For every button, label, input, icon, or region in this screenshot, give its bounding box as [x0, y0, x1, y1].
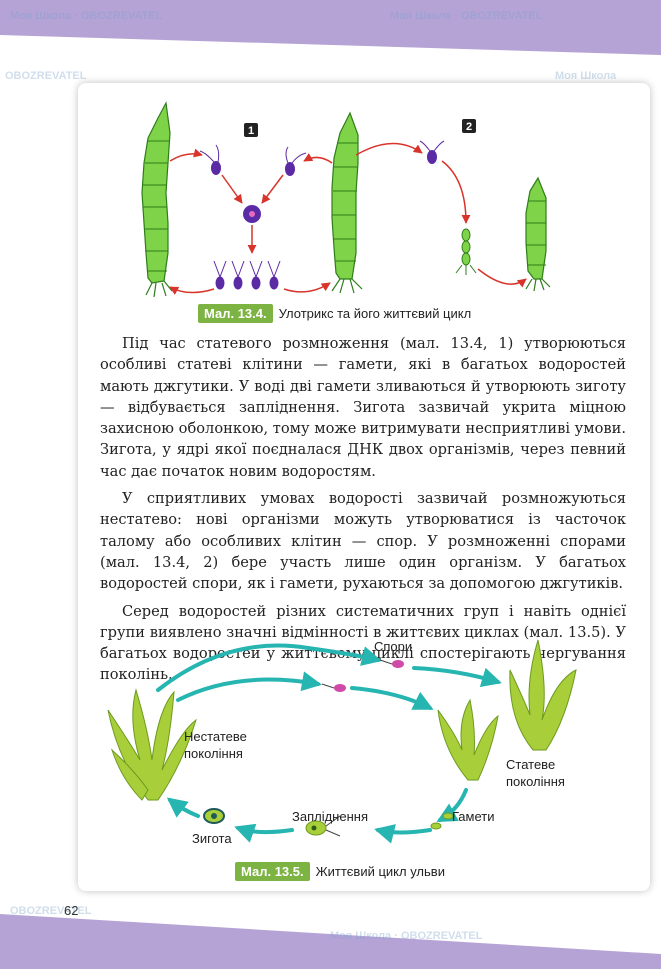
cycle-arrows [156, 643, 502, 844]
step-1-badge [244, 123, 258, 137]
label-gametes: Гамети [452, 809, 495, 824]
label-sexual-generation: Статеве покоління [506, 757, 565, 789]
figure-ulothrix-life-cycle: 1 2 [141, 101, 551, 298]
spore [379, 659, 404, 668]
cycle-arrows [169, 142, 527, 295]
page-number: 62 [64, 903, 79, 918]
top-band [0, 0, 661, 55]
watermark: Моя Школа [555, 70, 617, 82]
watermark: OBOZREVATEL [10, 905, 92, 917]
spore [419, 140, 445, 164]
figure-1-caption: Мал. 13.4. Улотрикс та його життєвий цик… [198, 304, 471, 323]
figure-2-caption: Мал. 13.5. Життєвий цикл ульви [235, 862, 445, 881]
step-2-number: 2 [466, 121, 472, 133]
paragraph: Під час статевого розмноження (мал. 13.4… [100, 335, 626, 480]
watermark: Моя Школа · OBOZREVATEL [10, 10, 163, 22]
step-2-badge [462, 119, 476, 133]
bottom-band [0, 914, 661, 969]
watermark: Моя Школа · OBOZREVATEL [390, 10, 543, 22]
zoospores [213, 260, 281, 290]
young-filament [455, 228, 477, 275]
label-zygote: Зигота [192, 831, 232, 846]
fertilization-cell [305, 815, 341, 837]
watermark: OBOZREVATEL [5, 70, 87, 82]
ulva-plant-asexual [107, 688, 197, 801]
algae-filament [525, 176, 551, 292]
zygote [243, 205, 261, 223]
gamete [285, 146, 307, 176]
paragraph: У сприятливих умовах водорості зазвичай … [100, 490, 626, 593]
ulva-plant-sexual [437, 698, 499, 781]
label-asexual-generation: Нестатеве покоління [184, 729, 247, 761]
label-spores: Спори [374, 639, 413, 654]
figure-1-caption-tag: Мал. 13.4. [198, 304, 273, 323]
gamete [199, 144, 221, 175]
ulva-plant-mature [509, 639, 577, 751]
figure-1-caption-text: Улотрикс та його життєвий цикл [278, 306, 472, 321]
label-fertilization: Запліднення [292, 809, 368, 824]
figure-2-caption-text: Життєвий цикл ульви [315, 864, 445, 879]
algae-filament [141, 101, 173, 298]
watermark: Моя Школа · OBOZREVATEL [330, 930, 483, 942]
figure-ulva-life-cycle [107, 639, 577, 844]
gamete [430, 812, 454, 830]
algae-filament [331, 111, 363, 294]
spore [321, 683, 346, 692]
figure-2-caption-tag: Мал. 13.5. [235, 862, 310, 881]
step-1-number: 1 [248, 125, 254, 137]
zygote [203, 808, 225, 824]
